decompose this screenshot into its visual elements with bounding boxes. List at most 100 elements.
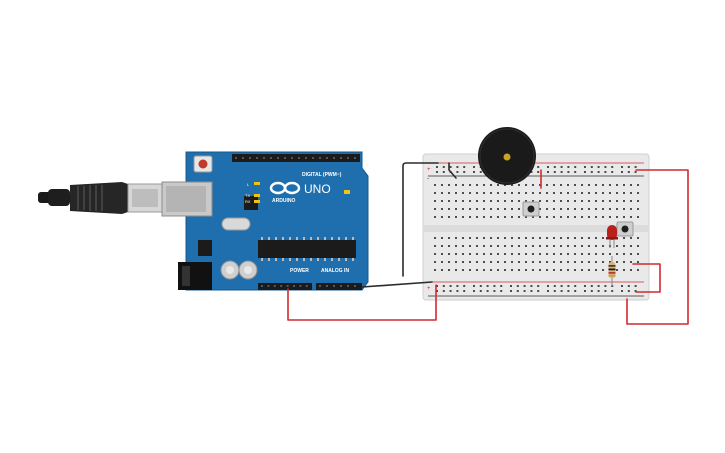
breadboard-hole[interactable] — [539, 184, 541, 186]
breadboard-hole[interactable] — [546, 237, 548, 239]
breadboard-hole[interactable] — [588, 184, 590, 186]
breadboard-hole[interactable] — [441, 253, 443, 255]
breadboard-hole[interactable] — [630, 200, 632, 202]
breadboard-hole[interactable] — [581, 192, 583, 194]
breadboard-hole[interactable] — [497, 200, 499, 202]
rail-hole[interactable] — [456, 171, 459, 173]
breadboard-hole[interactable] — [469, 184, 471, 186]
breadboard-hole[interactable] — [525, 261, 527, 263]
chip-pin[interactable] — [282, 258, 284, 261]
rail-hole[interactable] — [553, 171, 556, 173]
wire-red-resistor[interactable] — [632, 263, 661, 293]
rail-hole[interactable] — [574, 290, 577, 292]
breadboard-hole[interactable] — [539, 253, 541, 255]
breadboard-hole[interactable] — [476, 253, 478, 255]
breadboard-hole[interactable] — [574, 192, 576, 194]
breadboard-hole[interactable] — [623, 237, 625, 239]
breadboard-hole[interactable] — [567, 184, 569, 186]
header-pin[interactable] — [305, 285, 308, 287]
breadboard-hole[interactable] — [490, 245, 492, 247]
chip-pin[interactable] — [352, 237, 354, 240]
breadboard-hole[interactable] — [504, 253, 506, 255]
breadboard-hole[interactable] — [441, 216, 443, 218]
breadboard-hole[interactable] — [448, 261, 450, 263]
breadboard-hole[interactable] — [462, 200, 464, 202]
breadboard-hole[interactable] — [525, 216, 527, 218]
breadboard-hole[interactable] — [574, 261, 576, 263]
breadboard-hole[interactable] — [616, 208, 618, 210]
rail-hole[interactable] — [627, 285, 630, 287]
breadboard-hole[interactable] — [455, 208, 457, 210]
breadboard-hole[interactable] — [567, 192, 569, 194]
breadboard-hole[interactable] — [497, 208, 499, 210]
breadboard-hole[interactable] — [511, 245, 513, 247]
breadboard-hole[interactable] — [448, 269, 450, 271]
breadboard-hole[interactable] — [581, 237, 583, 239]
chip-pin[interactable] — [296, 237, 298, 240]
breadboard-hole[interactable] — [497, 269, 499, 271]
breadboard-hole[interactable] — [560, 184, 562, 186]
breadboard-hole[interactable] — [504, 208, 506, 210]
rail-hole[interactable] — [590, 290, 593, 292]
breadboard-hole[interactable] — [616, 192, 618, 194]
breadboard-hole[interactable] — [490, 261, 492, 263]
header-pin[interactable] — [291, 157, 293, 159]
breadboard-hole[interactable] — [553, 253, 555, 255]
breadboard-hole[interactable] — [532, 253, 534, 255]
breadboard-hole[interactable] — [637, 208, 639, 210]
breadboard-hole[interactable] — [616, 269, 618, 271]
rail-hole[interactable] — [574, 166, 577, 168]
rail-hole[interactable] — [473, 166, 475, 168]
breadboard-hole[interactable] — [518, 245, 520, 247]
resistor-icon[interactable] — [608, 256, 616, 286]
rail-hole[interactable] — [584, 171, 586, 173]
breadboard-hole[interactable] — [567, 245, 569, 247]
breadboard-hole[interactable] — [441, 269, 443, 271]
rail-hole[interactable] — [463, 166, 466, 168]
breadboard-hole[interactable] — [504, 261, 506, 263]
rail-hole[interactable] — [584, 166, 586, 168]
rail-hole[interactable] — [456, 285, 459, 287]
chip-pin[interactable] — [282, 237, 284, 240]
breadboard-hole[interactable] — [434, 208, 436, 210]
breadboard-hole[interactable] — [623, 200, 625, 202]
rail-hole[interactable] — [560, 166, 563, 168]
breadboard-hole[interactable] — [518, 216, 520, 218]
breadboard-hole[interactable] — [560, 216, 562, 218]
chip-pin[interactable] — [352, 258, 354, 261]
breadboard[interactable]: + - + — [422, 153, 650, 301]
breadboard-hole[interactable] — [602, 245, 604, 247]
breadboard-hole[interactable] — [595, 253, 597, 255]
digital-header[interactable] — [232, 154, 360, 162]
rail-hole[interactable] — [442, 290, 445, 292]
breadboard-hole[interactable] — [630, 208, 632, 210]
breadboard-hole[interactable] — [637, 269, 639, 271]
breadboard-hole[interactable] — [588, 253, 590, 255]
breadboard-hole[interactable] — [483, 261, 485, 263]
breadboard-hole[interactable] — [441, 208, 443, 210]
breadboard-hole[interactable] — [434, 261, 436, 263]
header-pin[interactable] — [249, 157, 251, 159]
breadboard-hole[interactable] — [511, 261, 513, 263]
breadboard-hole[interactable] — [476, 269, 478, 271]
breadboard-hole[interactable] — [546, 261, 548, 263]
rail-hole[interactable] — [436, 285, 438, 287]
chip-pin[interactable] — [338, 237, 340, 240]
rail-hole[interactable] — [449, 290, 452, 292]
chip-pin[interactable] — [275, 258, 277, 261]
breadboard-hole[interactable] — [532, 200, 534, 202]
rail-hole[interactable] — [590, 171, 593, 173]
rail-hole[interactable] — [590, 166, 593, 168]
breadboard-hole[interactable] — [497, 253, 499, 255]
breadboard-hole[interactable] — [602, 208, 604, 210]
rail-hole[interactable] — [463, 171, 466, 173]
breadboard-hole[interactable] — [595, 192, 597, 194]
breadboard-hole[interactable] — [637, 200, 639, 202]
breadboard-hole[interactable] — [630, 192, 632, 194]
breadboard-hole[interactable] — [525, 184, 527, 186]
breadboard-hole[interactable] — [616, 261, 618, 263]
header-pin[interactable] — [340, 285, 342, 287]
breadboard-hole[interactable] — [637, 261, 639, 263]
breadboard-hole[interactable] — [539, 237, 541, 239]
breadboard-hole[interactable] — [448, 208, 450, 210]
